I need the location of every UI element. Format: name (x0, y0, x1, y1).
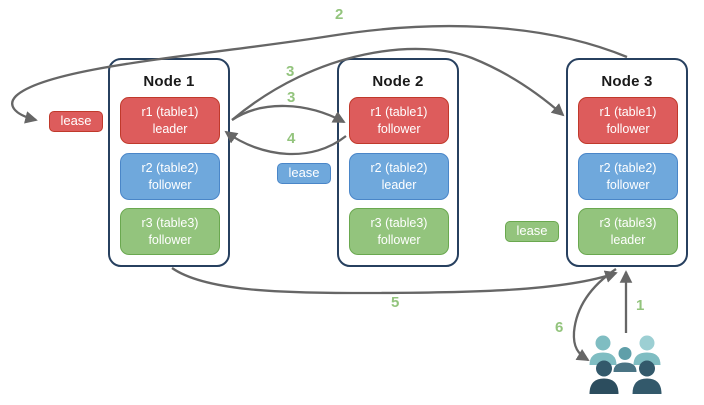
step-label-3-long: 3 (286, 63, 295, 80)
replica-role: follower (377, 121, 421, 136)
node-3-replica-r2: r2 (table2) follower (578, 153, 678, 200)
step-label-1: 1 (636, 297, 645, 314)
lease-tag-table1: lease (49, 111, 103, 132)
replica-name: r1 (table1) (370, 105, 428, 120)
step-label-4: 4 (287, 130, 296, 147)
step-label-5: 5 (391, 294, 400, 311)
node-2-panel: Node 2 r1 (table1) follower r2 (table2) … (337, 58, 459, 267)
replica-role: leader (381, 177, 417, 192)
replica-role: follower (148, 232, 192, 247)
node-1-replica-r1: r1 (table1) leader (120, 97, 220, 144)
arrow-step-3-leader-to-node2 (231, 104, 346, 124)
replica-name: r1 (table1) (141, 105, 199, 120)
node-2-replica-r3: r3 (table3) follower (349, 208, 449, 255)
lease-tag-table2: lease (277, 163, 331, 184)
node-3-replica-r1: r1 (table1) follower (578, 97, 678, 144)
node-2-replica-r2: r2 (table2) leader (349, 153, 449, 200)
users-icon (589, 335, 662, 394)
arrow-step-5-node1-to-node3 (171, 267, 618, 295)
node-3-title: Node 3 (601, 73, 653, 90)
replica-role: follower (606, 177, 650, 192)
node-1-panel: Node 1 r1 (table1) leader r2 (table2) fo… (108, 58, 230, 267)
replica-role: follower (148, 177, 192, 192)
node-3-panel: Node 3 r1 (table1) follower r2 (table2) … (566, 58, 688, 267)
arrow-step-4-node2-to-leader (224, 130, 347, 156)
replica-name: r2 (table2) (599, 161, 657, 176)
replica-name: r2 (table2) (370, 161, 428, 176)
replica-name: r3 (table3) (370, 216, 428, 231)
node-2-title: Node 2 (372, 73, 424, 90)
step-label-2: 2 (335, 6, 344, 23)
replica-name: r3 (table3) (141, 216, 199, 231)
step-label-3-short: 3 (287, 89, 296, 106)
replica-name: r3 (table3) (599, 216, 657, 231)
replica-role: leader (152, 121, 188, 136)
replica-role: follower (377, 232, 421, 247)
replica-role: leader (610, 232, 646, 247)
lease-tag-table3: lease (505, 221, 559, 242)
replica-name: r2 (table2) (141, 161, 199, 176)
node-2-replica-r1: r1 (table1) follower (349, 97, 449, 144)
replica-name: r1 (table1) (599, 105, 657, 120)
replica-role: follower (606, 121, 650, 136)
node-1-replica-r2: r2 (table2) follower (120, 153, 220, 200)
arrow-step-2-node3-to-lease (11, 24, 628, 124)
node-1-replica-r3: r3 (table3) follower (120, 208, 220, 255)
node-3-replica-r3: r3 (table3) leader (578, 208, 678, 255)
step-label-6: 6 (555, 319, 564, 336)
node-1-title: Node 1 (143, 73, 195, 90)
